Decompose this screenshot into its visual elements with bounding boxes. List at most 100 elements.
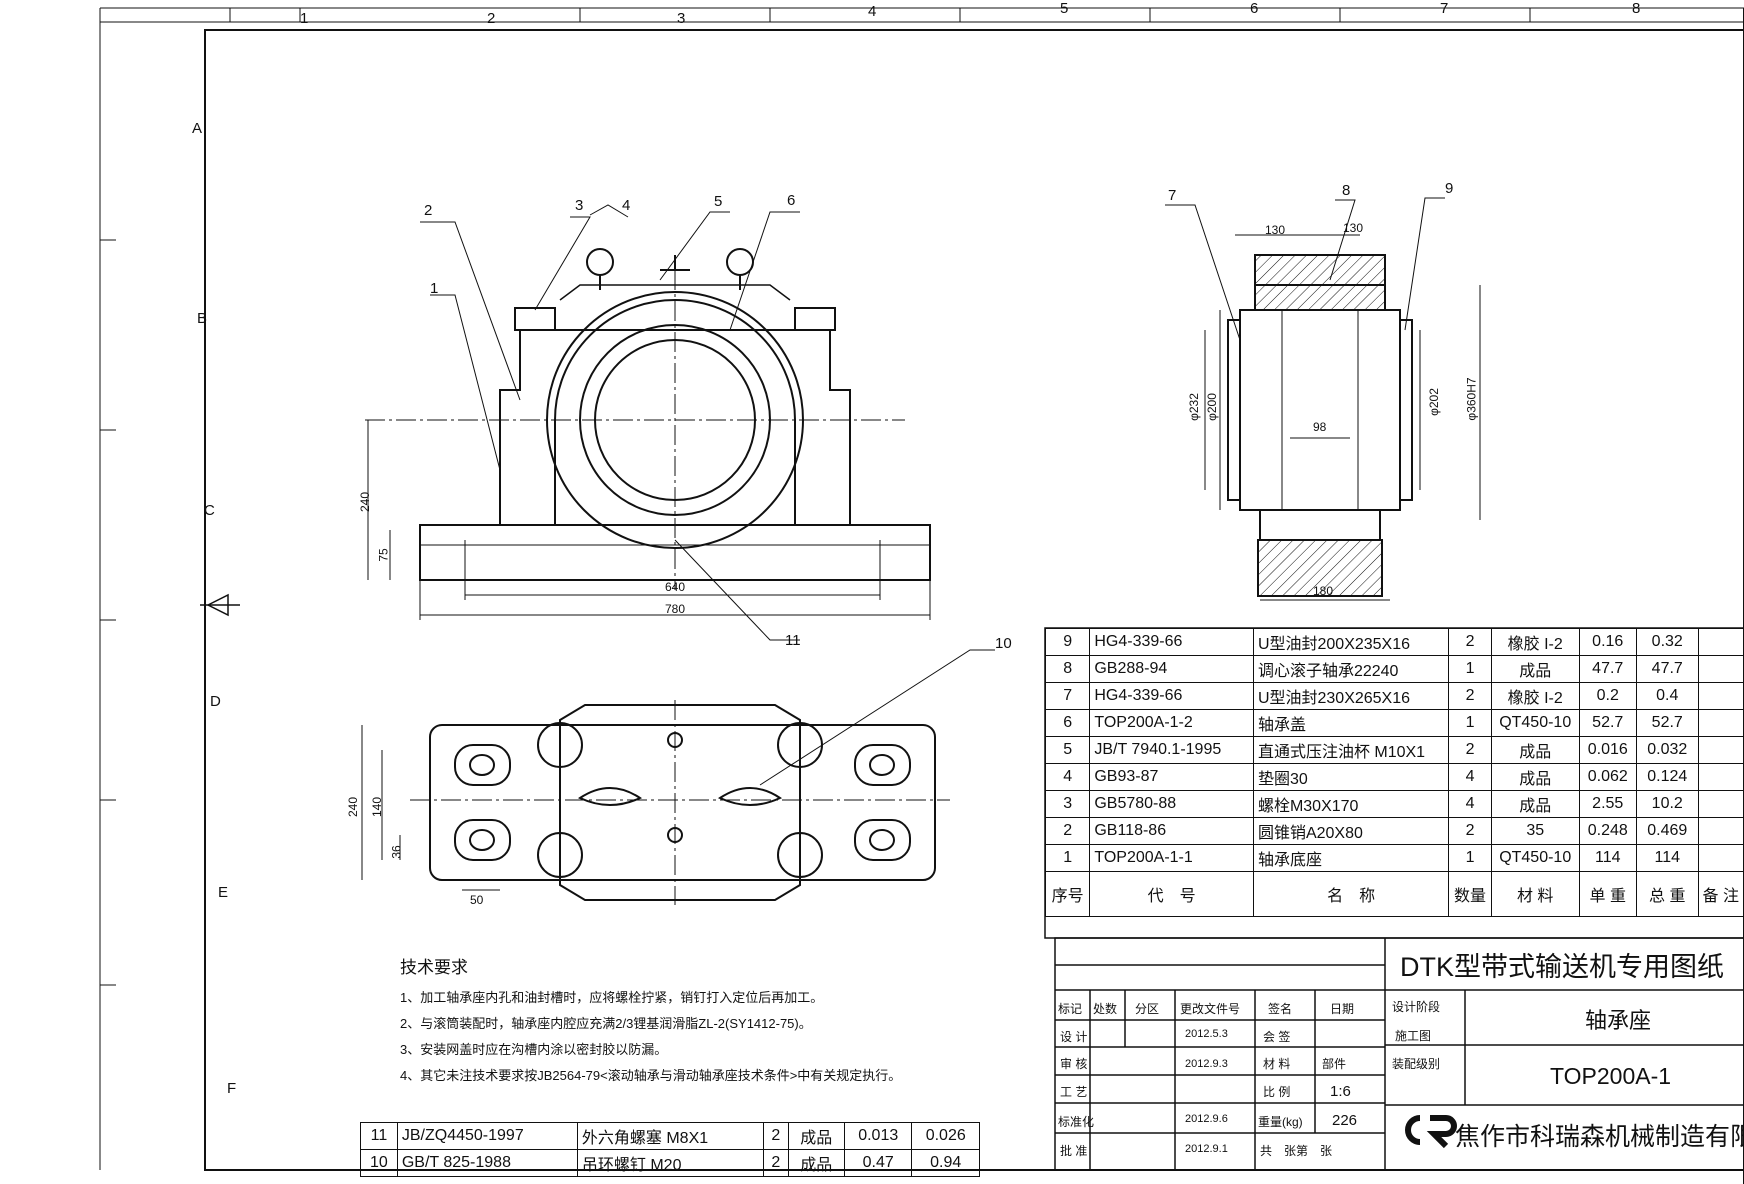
- bom-cell-qty: 1: [1448, 655, 1492, 683]
- callout-6: 6: [787, 192, 796, 209]
- bom-cell-no: 6: [1044, 709, 1091, 737]
- section-dimensions: [1165, 197, 1481, 601]
- grid-ticks: [100, 8, 1531, 986]
- dim-section-base: 180: [1313, 584, 1334, 598]
- bom-lower-cell-no: 11: [360, 1122, 398, 1150]
- bom-cell-total: 0.469: [1635, 817, 1699, 845]
- bom-header-unit: 单 重: [1578, 871, 1637, 917]
- bom-header-row: 序号代 号名 称数量材 料单 重总 重备 注: [1044, 871, 1744, 917]
- part-name: 轴承座: [1585, 1008, 1652, 1033]
- bom-header-name: 名 称: [1252, 871, 1450, 917]
- label-scale: 比 例: [1263, 1085, 1291, 1099]
- bom-cell-qty: 2: [1448, 682, 1492, 710]
- dim-top-inner: 140: [370, 796, 385, 818]
- callout-3: 3: [575, 197, 584, 214]
- bom-cell-code: HG4-339-66: [1089, 682, 1254, 710]
- bom-cell-unit: 47.7: [1578, 655, 1637, 683]
- bom-lower-cell-no: 10: [360, 1149, 398, 1177]
- label-standard: 标准化: [1058, 1115, 1095, 1129]
- bom-cell-no: 7: [1044, 682, 1091, 710]
- bom-header-remark: 备 注: [1697, 871, 1744, 917]
- label-zone: 分区: [1135, 1002, 1160, 1016]
- bom-cell-remark: [1697, 817, 1744, 845]
- bom-cell-code: GB93-87: [1089, 763, 1254, 791]
- label-mark: 标记: [1058, 1002, 1083, 1016]
- bom-cell-name: 垫圈30: [1252, 763, 1450, 791]
- bom-cell-remark: [1697, 736, 1744, 764]
- front-leaders: [420, 204, 800, 641]
- dim-front-bolt-span: 640: [665, 580, 686, 594]
- bom-cell-total: 10.2: [1635, 790, 1699, 818]
- label-total-sheets: 共 张第 张: [1260, 1144, 1333, 1158]
- bom-cell-material: 成品: [1490, 763, 1580, 791]
- callout-5: 5: [714, 193, 723, 210]
- bom-cell-total: 0.124: [1635, 763, 1699, 791]
- bom-cell-name: U型油封230X265X16: [1252, 682, 1450, 710]
- bom-cell-no: 3: [1044, 790, 1091, 818]
- bom-cell-name: 螺栓M30X170: [1252, 790, 1450, 818]
- bom-lower-cell-unit: 0.47: [843, 1149, 913, 1177]
- bom-cell-code: TOP200A-1-1: [1089, 844, 1254, 872]
- callout-2: 2: [424, 202, 433, 219]
- label-sign: 签名: [1268, 1002, 1293, 1016]
- dim-front-base: 75: [376, 548, 391, 562]
- bom-cell-qty: 1: [1448, 709, 1492, 737]
- title-block-frame: [1054, 937, 1744, 1171]
- bom-cell-qty: 2: [1448, 736, 1492, 764]
- label-part: 部件: [1322, 1057, 1347, 1071]
- dim-section-d200: φ200: [1204, 393, 1219, 421]
- bom-lower-cell-total: 0.94: [911, 1149, 980, 1177]
- grid-col-3: 3: [677, 10, 686, 27]
- label-construction: 施工图: [1395, 1029, 1432, 1043]
- company-name: 焦作市科瑞森机械制造有限公司: [1455, 1123, 1744, 1151]
- grid-col-4: 4: [868, 3, 877, 20]
- bom-cell-total: 0.032: [1635, 736, 1699, 764]
- bom-cell-no: 9: [1044, 628, 1091, 656]
- bom-cell-name: 调心滚子轴承22240: [1252, 655, 1450, 683]
- bom-cell-qty: 2: [1448, 628, 1492, 656]
- bom-lower-cell-qty: 2: [762, 1122, 789, 1150]
- tech-item-4: 4、其它未注技术要求按JB2564-79<滚动轴承与滑动轴承座技术条件>中有关规…: [400, 1068, 902, 1083]
- label-assembly-level: 装配级别: [1392, 1057, 1441, 1071]
- bom-header-total: 总 重: [1635, 871, 1699, 917]
- bom-cell-code: GB5780-88: [1089, 790, 1254, 818]
- value-date-1: 2012.5.3: [1185, 1028, 1228, 1040]
- bom-lower-cell-name: 外六角螺塞 M8X1: [576, 1122, 764, 1150]
- callout-11: 11: [785, 632, 801, 649]
- section-view: [1227, 254, 1413, 597]
- value-date-4: 2012.9.1: [1185, 1143, 1228, 1155]
- dim-front-overall: 780: [665, 602, 686, 616]
- value-date-3: 2012.9.6: [1185, 1113, 1228, 1125]
- bom-cell-unit: 52.7: [1578, 709, 1637, 737]
- bom-cell-qty: 2: [1448, 817, 1492, 845]
- top-view: [429, 704, 936, 901]
- bom-cell-total: 52.7: [1635, 709, 1699, 737]
- bom-cell-remark: [1697, 763, 1744, 791]
- bom-cell-qty: 4: [1448, 763, 1492, 791]
- value-date-2: 2012.9.3: [1185, 1058, 1228, 1070]
- grid-row-D: D: [210, 693, 221, 710]
- bom-cell-no: 4: [1044, 763, 1091, 791]
- label-change-doc: 更改文件号: [1180, 1002, 1241, 1016]
- label-material: 材 料: [1263, 1057, 1291, 1071]
- bom-cell-material: 橡胶 I-2: [1490, 682, 1580, 710]
- tech-item-2: 2、与滚筒装配时，轴承座内腔应充满2/3锂基润滑脂ZL-2(SY1412-75)…: [400, 1016, 812, 1031]
- bom-cell-unit: 0.2: [1578, 682, 1637, 710]
- callout-4: 4: [622, 197, 631, 214]
- bom-cell-material: 橡胶 I-2: [1490, 628, 1580, 656]
- bom-lower-cell-unit: 0.013: [843, 1122, 913, 1150]
- label-design: 设 计: [1060, 1030, 1088, 1044]
- bom-cell-material: 35: [1490, 817, 1580, 845]
- bom-cell-name: U型油封200X235X16: [1252, 628, 1450, 656]
- label-design-stage: 设计阶段: [1392, 1000, 1441, 1014]
- bom-cell-code: HG4-339-66: [1089, 628, 1254, 656]
- bom-cell-code: TOP200A-1-2: [1089, 709, 1254, 737]
- grid-row-B: B: [197, 310, 208, 327]
- grid-row-C: C: [204, 502, 215, 519]
